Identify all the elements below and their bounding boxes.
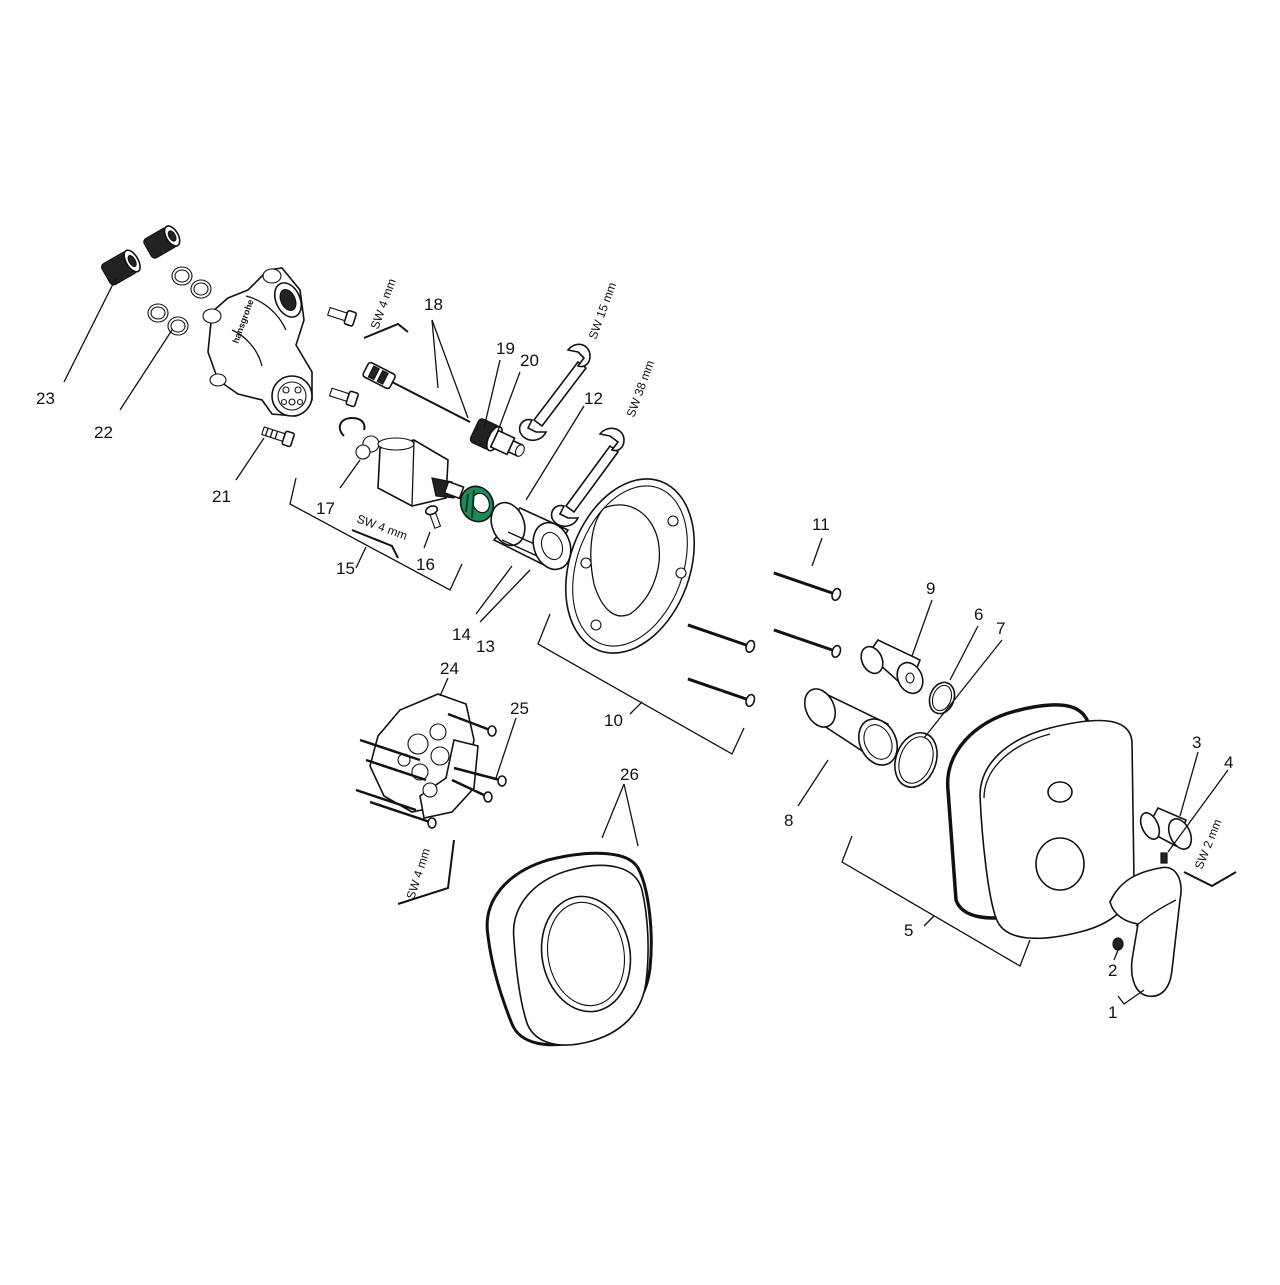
- callout-11: 11: [812, 515, 830, 534]
- part-17-retaining-clip: [338, 416, 380, 460]
- callout-7: 7: [996, 619, 1005, 638]
- part-10-long-screws: [687, 623, 756, 708]
- callout-16: 16: [416, 555, 435, 574]
- part-13-14-sleeve: [490, 501, 572, 571]
- part-15-thermostatic-cartridge: [377, 437, 465, 507]
- part-4-grub-screw: [1160, 852, 1168, 864]
- tool-label-sw4-bottom: SW 4 mm: [404, 847, 434, 901]
- part-7-o-ring: [894, 732, 938, 788]
- part-22-o-rings: [147, 266, 212, 336]
- part-16-small-screw: [424, 505, 442, 529]
- part-2-small-nut: [1112, 937, 1124, 951]
- callout-3: 3: [1192, 733, 1201, 752]
- part-highlighted-green-ring: [459, 485, 495, 523]
- tool-label-sw4-mid: SW 4 mm: [355, 512, 409, 543]
- part-8-large-sleeve: [803, 688, 899, 766]
- part-9-extension-cap: [860, 638, 924, 695]
- callout-22: 22: [94, 423, 113, 442]
- callout-13: 13: [476, 637, 495, 656]
- part-6-o-ring: [928, 681, 956, 715]
- callout-19: 19: [496, 339, 515, 358]
- callout-15: 15: [336, 559, 355, 578]
- tool-label-sw15: SW 15 mm: [586, 280, 619, 341]
- callout-25: 25: [510, 699, 529, 718]
- callout-6: 6: [974, 605, 983, 624]
- callout-12: 12: [584, 389, 603, 408]
- tool-label-sw38: SW 38 mm: [624, 358, 657, 419]
- callout-17: 17: [316, 499, 335, 518]
- wrench-sw15: [518, 343, 591, 442]
- callout-9: 9: [926, 579, 935, 598]
- leader-lines: [63, 277, 1229, 961]
- part-18-spindle-extension: [362, 361, 471, 423]
- callout-24: 24: [440, 659, 459, 678]
- callout-10: 10: [604, 711, 623, 730]
- callout-2: 2: [1108, 961, 1117, 980]
- allen-key-sw4-mid: [351, 529, 399, 559]
- callout-20: 20: [520, 351, 539, 370]
- part-19-20-diverter-spindle: [469, 418, 525, 458]
- allen-key-sw2: [1183, 871, 1237, 888]
- group-brackets: [289, 477, 1145, 1005]
- callout-labels: 23 22 21 18 19 20 12 17 16 15 14 13 11 9…: [36, 295, 1233, 1022]
- part-3-knob: [1139, 806, 1193, 850]
- tool-label-sw4-top: SW 4 mm: [368, 277, 399, 331]
- part-5-cover-plate: [946, 703, 1135, 940]
- callout-26: 26: [620, 765, 639, 784]
- allen-key-sw4-bottom: [397, 839, 455, 905]
- part-24-25-installation-body: [355, 693, 507, 829]
- part-23-threaded-caps: [101, 225, 181, 286]
- callout-23: 23: [36, 389, 55, 408]
- wrench-sw38: [550, 427, 625, 528]
- valve-body-housing: hansgrohe: [202, 267, 313, 417]
- callout-21: 21: [212, 487, 231, 506]
- callout-18: 18: [424, 295, 443, 314]
- cartridge-fixing-screws: [326, 306, 359, 408]
- callout-4: 4: [1224, 753, 1233, 772]
- callout-5: 5: [904, 921, 913, 940]
- part-1-lever-handle: [1109, 866, 1182, 998]
- part-26-extension-frame: [485, 851, 653, 1047]
- callout-14: 14: [452, 625, 471, 644]
- part-11-long-screws: [773, 571, 842, 659]
- callout-1: 1: [1108, 1003, 1117, 1022]
- callout-8: 8: [784, 811, 793, 830]
- part-12-mounting-disc: [564, 478, 696, 654]
- allen-key-sw4-top: [363, 322, 409, 339]
- tool-label-sw2: SW 2 mm: [1192, 817, 1225, 871]
- part-21-screw: [261, 426, 295, 448]
